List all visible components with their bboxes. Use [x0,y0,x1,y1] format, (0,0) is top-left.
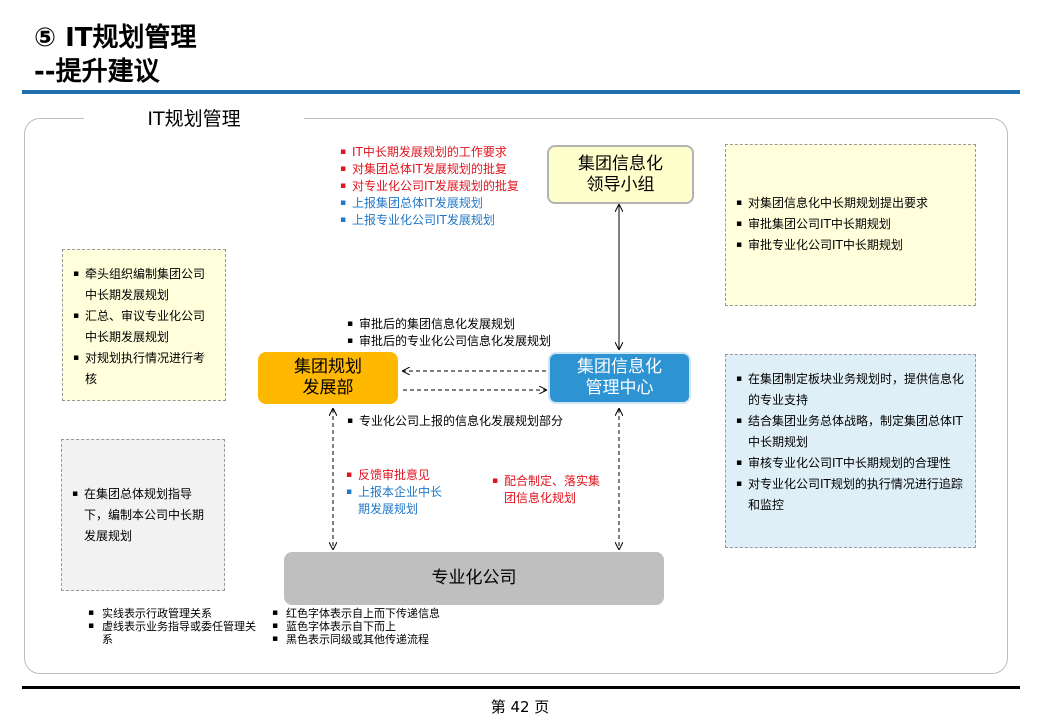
legend-item: 实线表示行政管理关系 [88,607,256,620]
note-item: 在集团总体规划指导下，编制本公司中长期发展规划 [72,484,214,547]
legend-item: 虚线表示业务指导或委任管理关系 [88,620,256,646]
left-vertical-flow-item: 反馈审批意见 [346,467,444,484]
leadership-node: 集团信息化 领导小组 [547,145,694,204]
planning-dept-node: 集团规划 发展部 [258,352,398,404]
top-flow-list: IT中长期发展规划的工作要求 对集团总体IT发展规划的批复 对专业化公司IT发展… [340,144,545,229]
subsidiary-report-flow: 专业化公司上报的信息化发展规划部分 [347,413,597,430]
subsidiary-node: 专业化公司 [284,552,664,605]
subsidiary-notes: 在集团总体规划指导下，编制本公司中长期发展规划 [61,439,225,591]
subsidiary-report-label: 专业化公司上报的信息化发展规划部分 [347,413,597,430]
it-center-node: 集团信息化 管理中心 [548,352,691,404]
page-number: 第 42 页 [490,698,550,716]
approved-flow-list: 审批后的集团信息化发展规划 审批后的专业化公司信息化发展规划 [347,316,587,350]
it-center-label: 集团信息化 管理中心 [577,357,662,398]
note-item: 对专业化公司IT规划的执行情况进行追踪和监控 [736,474,965,516]
planning-dept-label: 集团规划 发展部 [294,357,362,398]
page-title: ⑤ IT规划管理 [34,23,197,53]
planning-dept-notes: 牵头组织编制集团公司中长期发展规划 汇总、审议专业化公司中长期发展规划 对规划执… [62,249,226,401]
note-item: 牵头组织编制集团公司中长期发展规划 [73,264,215,306]
legend-text-colors: 红色字体表示自上而下传递信息 蓝色字体表示自下而上 黑色表示同级或其他传递流程 [272,607,472,646]
note-item: 对规划执行情况进行考核 [73,348,215,390]
note-item: 汇总、审议专业化公司中长期发展规划 [73,306,215,348]
top-flow-item: IT中长期发展规划的工作要求 [340,144,545,161]
right-vertical-flow-label: 配合制定、落实集团信息化规划 [492,473,602,507]
legend-item: 蓝色字体表示自下而上 [272,620,472,633]
note-item: 在集团制定板块业务规划时，提供信息化的专业支持 [736,369,965,411]
approved-flow-item: 审批后的专业化公司信息化发展规划 [347,333,587,350]
note-item: 审核专业化公司IT中长期规划的合理性 [736,453,965,474]
legend-item: 红色字体表示自上而下传递信息 [272,607,472,620]
legend-item: 黑色表示同级或其他传递流程 [272,633,472,646]
note-item: 结合集团业务总体战略，制定集团总体IT中长期规划 [736,411,965,453]
it-center-notes: 在集团制定板块业务规划时，提供信息化的专业支持 结合集团业务总体战略，制定集团总… [725,354,976,548]
note-item: 对集团信息化中长期规划提出要求 [736,193,965,214]
title-divider [22,90,1020,94]
footer-divider [22,686,1020,689]
left-vertical-flow-item: 上报本企业中长期发展规划 [346,484,444,518]
top-flow-item: 对专业化公司IT发展规划的批复 [340,178,545,195]
approved-flow-item: 审批后的集团信息化发展规划 [347,316,587,333]
frame-title: IT规划管理 [84,106,304,132]
note-item: 审批专业化公司IT中长期规划 [736,235,965,256]
diagram-frame [24,118,1008,674]
top-flow-item: 上报专业化公司IT发展规划 [340,212,545,229]
leadership-label: 集团信息化 领导小组 [578,153,663,195]
legend-line-types: 实线表示行政管理关系 虚线表示业务指导或委任管理关系 [88,607,256,646]
leadership-notes: 对集团信息化中长期规划提出要求 审批集团公司IT中长期规划 审批专业化公司IT中… [725,144,976,306]
note-item: 审批集团公司IT中长期规划 [736,214,965,235]
left-vertical-flows: 反馈审批意见 上报本企业中长期发展规划 [346,467,444,518]
top-flow-item: 上报集团总体IT发展规划 [340,195,545,212]
right-vertical-flow: 配合制定、落实集团信息化规划 [492,473,602,507]
top-flow-item: 对集团总体IT发展规划的批复 [340,161,545,178]
subsidiary-label: 专业化公司 [431,568,517,588]
page-subtitle: --提升建议 [34,57,160,87]
